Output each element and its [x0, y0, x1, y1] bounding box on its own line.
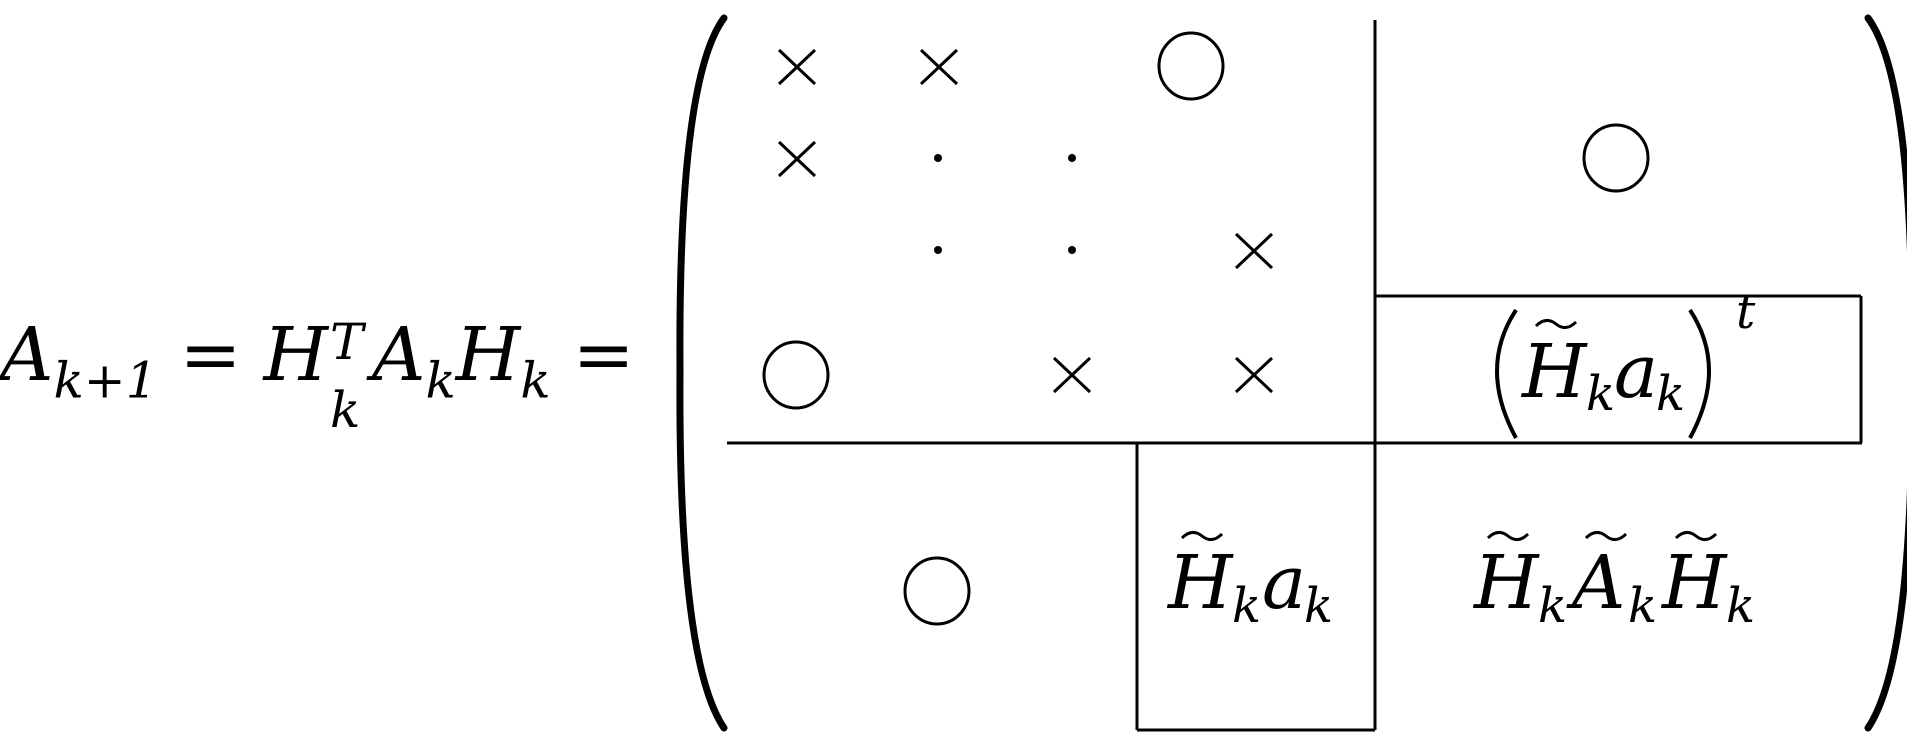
- ellipsis-dot: [934, 246, 942, 254]
- cross-mark: [777, 140, 817, 178]
- subscript-k: k: [330, 381, 361, 439]
- symbol-H-k: H: [455, 312, 521, 398]
- superscript-T: T: [330, 313, 364, 371]
- zero-circle: [762, 340, 830, 410]
- equals-sign: =: [572, 312, 635, 398]
- tilde-mark: [1534, 319, 1578, 329]
- equals-sign: =: [179, 312, 242, 398]
- ellipsis-dot: [1068, 246, 1076, 254]
- column-sub-k: k: [1232, 578, 1261, 634]
- tilde-mark: [1584, 531, 1628, 541]
- cross-mark: [1234, 232, 1274, 270]
- symbol-A: A: [0, 312, 54, 398]
- transpose-sub-k: k: [1586, 366, 1615, 422]
- symbol-A-k: A: [372, 312, 426, 398]
- zero-circle: [1157, 31, 1225, 101]
- lower-left-zero-block: [903, 556, 971, 626]
- ellipsis-dot: [1068, 154, 1076, 162]
- upper-right-zero-block: [1582, 123, 1650, 193]
- right-paren: [1864, 14, 1907, 732]
- symbol-H: H: [263, 312, 329, 398]
- transpose-right-paren: [1688, 308, 1711, 439]
- transpose-H: H: [1520, 329, 1588, 415]
- column-a: a: [1262, 540, 1306, 626]
- lower-right-H: H: [1660, 540, 1728, 626]
- left-paren: [676, 14, 728, 732]
- lower-right-H: H: [1472, 540, 1540, 626]
- subscript-k: k: [520, 351, 551, 410]
- transpose-superscript-t: t: [1736, 284, 1756, 340]
- column-sub-k: k: [1304, 578, 1333, 634]
- lower-right-sub-k: k: [1726, 578, 1755, 634]
- cross-mark: [919, 48, 959, 86]
- lower-right-A: A: [1566, 540, 1625, 626]
- transpose-sub-k: k: [1656, 366, 1685, 422]
- lower-right-sub-k: k: [1538, 578, 1567, 634]
- column-H: H: [1166, 540, 1234, 626]
- transpose-a: a: [1614, 329, 1658, 415]
- cross-mark: [1234, 356, 1274, 394]
- subscript-k-plus-1: k+1: [53, 351, 158, 410]
- cross-mark: [777, 48, 817, 86]
- transpose-block: H k a k t: [1495, 284, 1756, 439]
- subscript-k: k: [425, 351, 456, 410]
- cross-mark: [1052, 356, 1092, 394]
- lower-right-block: H k A k H k: [1472, 531, 1755, 634]
- ellipsis-dot: [934, 154, 942, 162]
- lower-right-sub-k: k: [1628, 578, 1657, 634]
- tilde-mark: [1180, 531, 1224, 541]
- column-block: H k a k: [1166, 531, 1333, 634]
- transpose-left-paren: [1495, 308, 1518, 439]
- tilde-mark: [1674, 531, 1718, 541]
- tilde-mark: [1486, 531, 1530, 541]
